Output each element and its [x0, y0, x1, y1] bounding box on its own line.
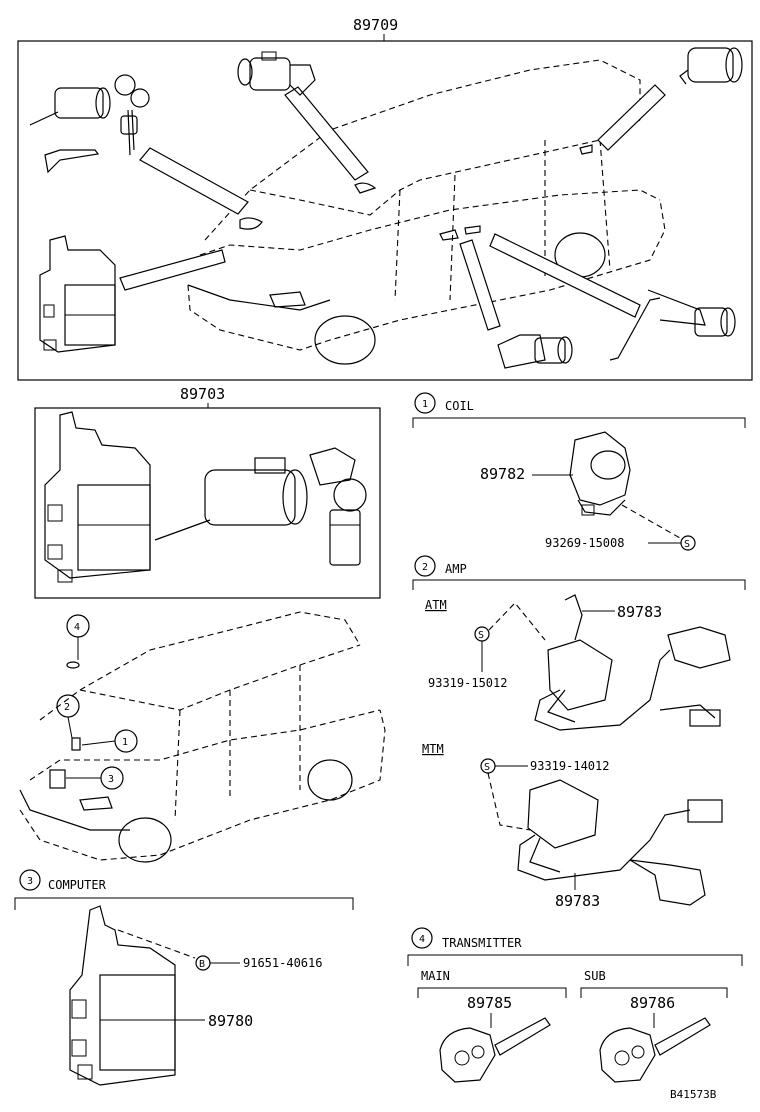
assembly-89703-frame — [34, 407, 381, 599]
section-computer-bracket — [14, 897, 354, 910]
slide-door-lock-icon — [609, 289, 736, 361]
callout-4: 4 — [66, 614, 90, 669]
callout-1: 1 — [81, 729, 138, 753]
computer-unit-icon — [44, 411, 151, 583]
amp-atm-screw-part-number: 93319-15012 — [428, 676, 507, 690]
amp-mtm-icon — [517, 779, 723, 906]
transmitter-sub-part-number: 89786 — [630, 994, 675, 1012]
amp-mtm-label: MTM — [422, 742, 444, 756]
callout-1-number: 1 — [122, 737, 128, 748]
section-coil: 1 COIL 89782 S 93269-15008 — [412, 392, 746, 551]
pointer-arrow — [284, 86, 369, 181]
pointer-arrow — [459, 239, 501, 331]
computer-part-number: 89780 — [208, 1012, 253, 1030]
hood-lock-spot — [239, 217, 263, 230]
section-computer: 3 COMPUTER B 91651-40616 89780 — [14, 869, 354, 1086]
transmitter-main-label: MAIN — [421, 969, 450, 983]
assembly-89709-label: 89709 — [353, 16, 398, 34]
section-transmitter: 4 TRANSMITTER MAIN 89785 SUB 89786 — [407, 927, 743, 1083]
callout-4-number: 4 — [74, 622, 80, 633]
section-coil-number: 1 — [422, 399, 428, 410]
pointer-arrow — [489, 233, 641, 318]
drawing-reference: B41573B — [670, 1088, 717, 1101]
van-illustration-bottom — [19, 611, 386, 863]
ignition-lock-icon — [237, 51, 316, 96]
pointer-arrow — [597, 84, 666, 151]
amp-mtm-screw-part-number: 93319-14012 — [530, 759, 609, 773]
lock-cylinder-with-key-icon — [154, 447, 367, 566]
door-lock-cylinder-icon — [29, 74, 150, 174]
callout-2: 2 — [56, 694, 80, 739]
section-transmitter-number: 4 — [419, 934, 425, 945]
key-blank-icon — [44, 149, 100, 174]
computer-bolt-symbol: B — [199, 959, 205, 970]
computer-unit-icon — [39, 235, 116, 353]
callout-3: 3 — [66, 766, 124, 790]
back-door-lock-icon — [679, 47, 743, 85]
coil-screw-symbol: S — [684, 539, 690, 550]
amp-atm-icon — [534, 594, 731, 731]
amp-mtm-part-number: 89783 — [555, 892, 600, 910]
assembly-89703-label: 89703 — [180, 385, 225, 403]
section-amp-number: 2 — [422, 562, 428, 573]
computer-bolt-part-number: 91651-40616 — [243, 956, 322, 970]
coil-part-number: 89782 — [480, 465, 525, 483]
amp-atm-part-number: 89783 — [617, 603, 662, 621]
amp-atm-label: ATM — [425, 598, 447, 612]
section-amp-bracket — [412, 579, 746, 590]
transmitter-location-marker — [66, 661, 80, 669]
amp-atm-screw-symbol: S — [478, 630, 484, 641]
section-computer-title: COMPUTER — [48, 878, 107, 892]
computer-unit-icon — [69, 905, 176, 1086]
section-transmitter-bracket — [407, 954, 743, 966]
transmitter-main-part-number: 89785 — [467, 994, 512, 1012]
section-computer-number: 3 — [27, 876, 33, 887]
assembly-89709-frame — [17, 40, 753, 381]
callout-3-number: 3 — [108, 774, 114, 785]
coil-icon — [569, 431, 631, 516]
key-transmitter-main-icon — [439, 1017, 551, 1083]
assembly-89703-panel: 89703 — [34, 385, 381, 599]
pointer-arrow — [119, 249, 226, 291]
callout-2-number: 2 — [64, 702, 70, 713]
section-amp-title: AMP — [445, 562, 467, 576]
section-transmitter-title: TRANSMITTER — [442, 936, 522, 950]
computer-location-marker — [49, 769, 66, 789]
pointer-arrow — [139, 147, 249, 215]
amp-mtm-screw-symbol: S — [484, 762, 490, 773]
coil-screw-part-number: 93269-15008 — [545, 536, 624, 550]
section-amp: 2 AMP ATM S 93319-15012 89783 MTM S 9331… — [412, 555, 746, 910]
section-coil-title: COIL — [445, 399, 474, 413]
key-transmitter-sub-icon — [599, 1017, 711, 1083]
amp-location-marker — [71, 737, 81, 751]
transmitter-sub-label: SUB — [584, 969, 606, 983]
side-door-lock-icon — [497, 334, 573, 369]
section-coil-bracket — [412, 417, 746, 428]
assembly-89709-panel: 89709 — [17, 16, 753, 381]
van-illustration-top — [187, 59, 666, 365]
